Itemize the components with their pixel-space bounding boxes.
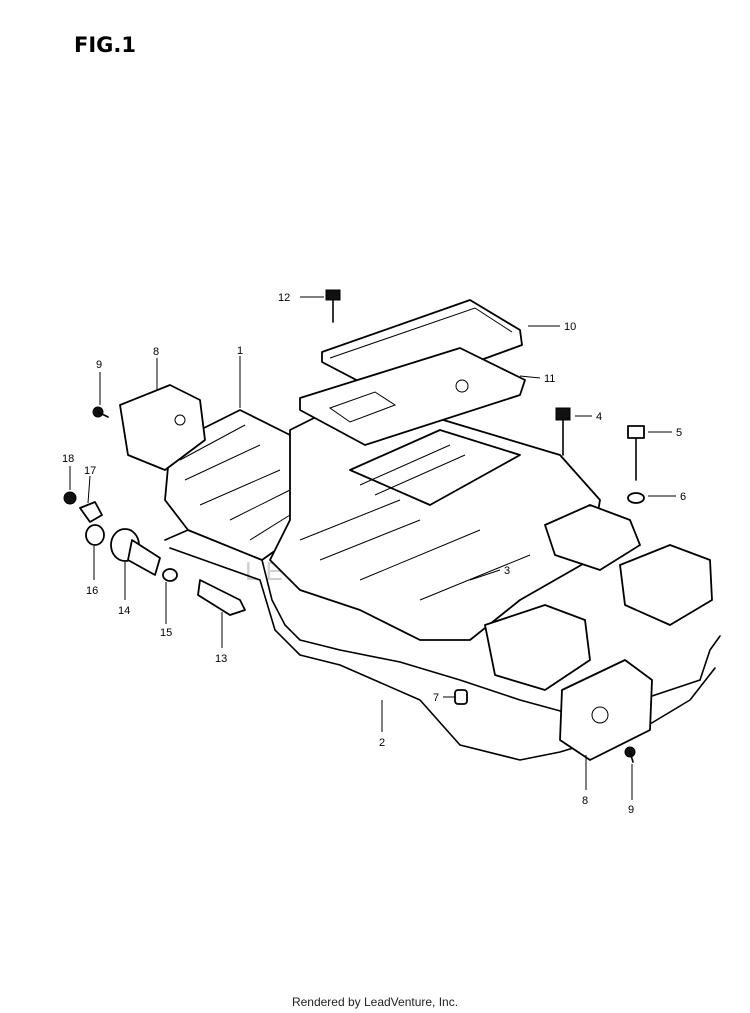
side-cap-right-hole bbox=[591, 706, 609, 724]
callout-12: 12 bbox=[278, 292, 290, 304]
oil-hose-13 bbox=[197, 579, 246, 616]
breather-gasket bbox=[299, 347, 526, 446]
callout-9-top: 9 bbox=[96, 359, 102, 371]
cover-center-ribs bbox=[299, 444, 531, 601]
callout-10: 10 bbox=[564, 321, 576, 333]
screw-9-left bbox=[92, 406, 109, 418]
clamp-17 bbox=[79, 501, 103, 523]
breather-cover-lip bbox=[329, 307, 513, 359]
callout-11: 11 bbox=[544, 373, 555, 385]
breather-gasket-hole bbox=[328, 391, 397, 423]
callout-4: 4 bbox=[596, 411, 602, 423]
breather-cover bbox=[321, 299, 523, 396]
screw-9-right bbox=[624, 746, 636, 763]
o-ring-15 bbox=[162, 568, 178, 582]
leader-lines bbox=[69, 296, 676, 800]
tachometer-gear-14 bbox=[110, 528, 161, 576]
callout-14: 14 bbox=[118, 605, 130, 617]
callout-16: 16 bbox=[86, 585, 98, 597]
bolt-12 bbox=[325, 289, 341, 323]
footer-credit: Rendered by LeadVenture, Inc. bbox=[291, 995, 459, 1009]
callout-7: 7 bbox=[433, 692, 439, 704]
callout-1: 1 bbox=[237, 345, 243, 357]
screw-18 bbox=[63, 491, 77, 505]
cover-right-cap-1 bbox=[544, 504, 641, 571]
figure-title: FIG.1 bbox=[74, 33, 136, 57]
seal-16 bbox=[85, 524, 105, 546]
callout-17: 17 bbox=[84, 465, 96, 477]
callout-13: 13 bbox=[215, 653, 227, 665]
cover-front-cap bbox=[484, 604, 591, 691]
breather-gasket-bolt-hole bbox=[455, 379, 469, 393]
callout-15: 15 bbox=[160, 627, 172, 639]
callout-18: 18 bbox=[62, 453, 74, 465]
cover-right-cap-2 bbox=[619, 544, 713, 626]
cover-left-ribs bbox=[179, 424, 291, 541]
callout-3: 3 bbox=[504, 565, 510, 577]
callout-5: 5 bbox=[676, 427, 682, 439]
callout-6: 6 bbox=[680, 491, 686, 503]
side-cap-left-hole bbox=[174, 414, 186, 426]
washer-6 bbox=[627, 492, 645, 504]
bolt-5 bbox=[627, 425, 645, 481]
bolt-4 bbox=[555, 407, 571, 456]
side-cap-left bbox=[119, 384, 206, 471]
callout-9-bottom: 9 bbox=[628, 804, 634, 816]
dowel-pin-7 bbox=[454, 689, 468, 705]
callout-8-bottom: 8 bbox=[582, 795, 588, 807]
callout-2: 2 bbox=[379, 737, 385, 749]
cover-center-window bbox=[349, 429, 521, 506]
callout-8-top: 8 bbox=[153, 346, 159, 358]
